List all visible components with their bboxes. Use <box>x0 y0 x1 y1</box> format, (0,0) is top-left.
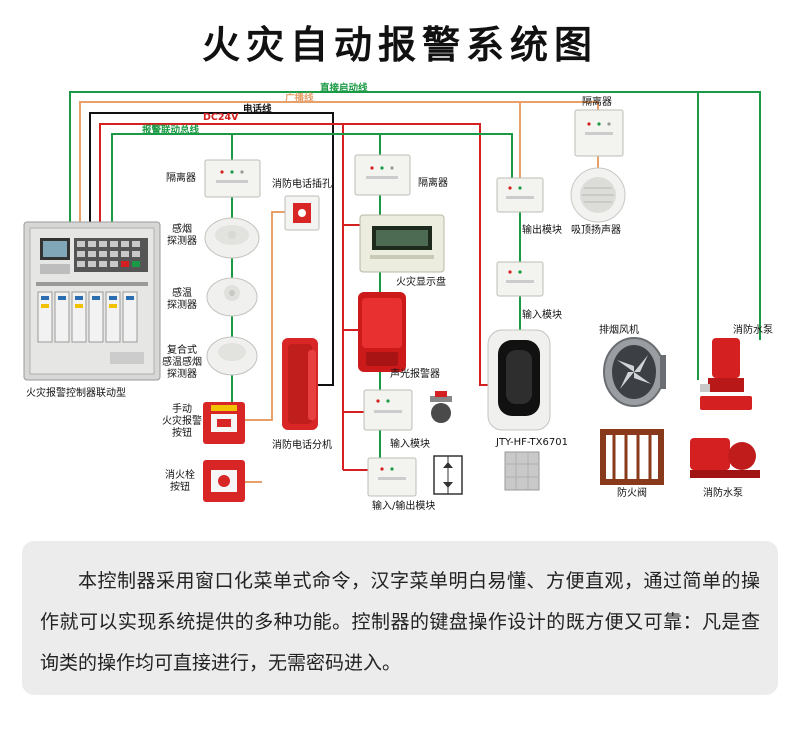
io-module-device <box>367 457 417 497</box>
fire-pump-bottom-device <box>690 438 760 478</box>
label-io-module: 输入/输出模块 <box>372 501 436 512</box>
label-smoke-detector: 感烟探测器 <box>167 224 197 247</box>
label-input-module-1: 输入模块 <box>390 439 430 450</box>
label-phone-jack: 消防电话插孔 <box>272 179 332 190</box>
beam-detector-device <box>487 329 551 431</box>
manual-alarm-button-device <box>203 402 245 444</box>
label-ceiling-speaker: 吸顶扬声器 <box>571 225 621 236</box>
label-heat-detector: 感温探测器 <box>167 288 197 311</box>
strobe-alarm-device <box>358 292 406 372</box>
label-controller: 火灾报警控制器联动型 <box>26 388 126 399</box>
wire-direct-start <box>69 91 699 380</box>
reflector-device <box>504 451 540 491</box>
wire-alarm-bus <box>111 133 513 222</box>
phone-extension-device <box>282 338 318 430</box>
label-fire-pump-top: 消防水泵 <box>733 325 773 336</box>
smoke-detector-device <box>204 217 260 259</box>
page-title: 火灾自动报警系统图 <box>201 23 598 67</box>
label-hydrant-button: 消火栓按钮 <box>165 470 195 493</box>
label-isolator-mid: 隔离器 <box>418 178 448 189</box>
output-module-device <box>496 177 544 213</box>
label-fire-display: 火灾显示盘 <box>396 277 446 288</box>
ceiling-speaker-device <box>570 167 626 223</box>
fire-damper-device <box>600 429 664 485</box>
wire-phone <box>89 112 334 386</box>
isolator-right-device <box>574 109 624 157</box>
label-strobe-alarm: 声光报警器 <box>390 369 440 380</box>
hydrant-button-device <box>203 460 245 502</box>
input-module-2-device <box>496 261 544 297</box>
system-diagram <box>23 91 761 502</box>
fire-pump-top-device <box>700 338 752 410</box>
wire-label-broadcast: 广播线 <box>285 93 314 104</box>
label-isolator-left: 隔离器 <box>166 173 196 184</box>
label-fire-pump-bottom: 消防水泵 <box>703 488 743 499</box>
label-fire-damper: 防火阀 <box>617 488 647 499</box>
wire-label-dc24v: DC24V <box>203 112 239 123</box>
isolator-mid-device <box>354 154 411 196</box>
heat-detector-device <box>206 277 258 317</box>
label-output-module: 输出模块 <box>522 225 562 236</box>
phone-jack-device <box>284 195 320 231</box>
fire-alarm-controller <box>23 221 161 381</box>
label-input-module-2: 输入模块 <box>522 310 562 321</box>
label-manual-alarm: 手动火灾报警按钮 <box>162 404 202 439</box>
smoke-fan-device <box>603 337 666 407</box>
elevator-icon <box>433 455 463 495</box>
label-combo-detector: 复合式感温感烟探测器 <box>162 345 202 380</box>
wire-label-direct: 直接启动线 <box>320 83 368 94</box>
description-panel: 本控制器采用窗口化菜单式命令，汉字菜单明白易懂、方便直观，通过简单的操作就可以实… <box>22 541 778 695</box>
label-smoke-fan: 排烟风机 <box>599 325 639 336</box>
wire-dc24v <box>99 123 488 386</box>
fire-display-panel-device <box>359 214 445 273</box>
label-beam-detector: JTY-HF-TX6701 <box>496 437 568 448</box>
label-isolator-right: 隔离器 <box>582 97 612 108</box>
wire-label-phone: 电话线 <box>243 104 272 115</box>
combo-detector-device <box>206 336 258 376</box>
input-module-1-device <box>363 389 413 431</box>
wire-label-alarm-bus: 报警联动总线 <box>142 125 200 136</box>
valve-device <box>430 391 452 423</box>
isolator-left-device <box>204 159 261 198</box>
label-phone-extension: 消防电话分机 <box>272 440 332 451</box>
